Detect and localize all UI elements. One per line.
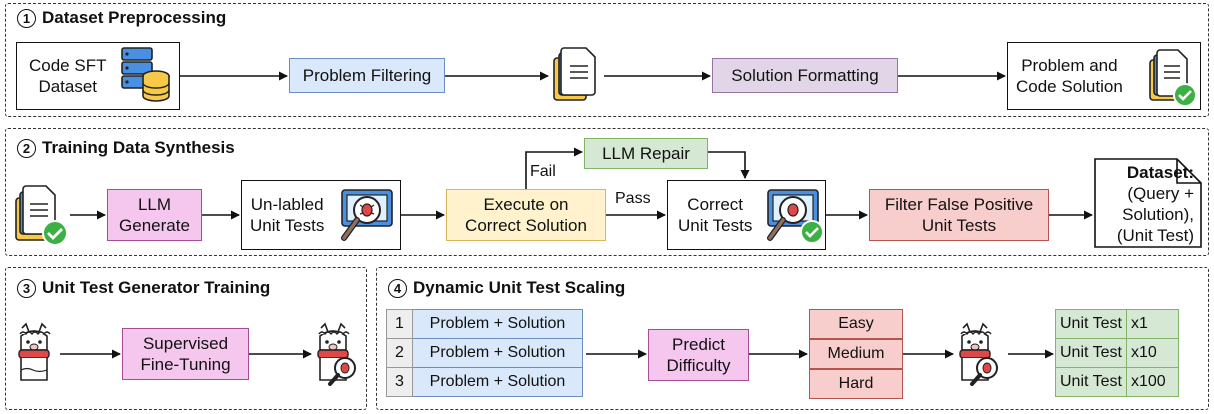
unit-test-label: Unit Test — [1055, 338, 1127, 368]
panel-training-data-synthesis — [5, 128, 1209, 256]
llm-repair-label: LLM Repair — [602, 144, 690, 163]
unit-test-count: x10 — [1125, 338, 1179, 368]
problem-solution-table: 1 Problem + Solution 2 Problem + Solutio… — [386, 309, 583, 397]
unlabeled-unit-tests-label: Un-labled Unit Tests — [250, 195, 325, 235]
fail-label: Fail — [530, 163, 556, 180]
panel-4-title: 4 Dynamic Unit Test Scaling — [388, 278, 625, 298]
document-check-icon — [15, 185, 68, 246]
difficulty-medium: Medium — [809, 339, 903, 369]
correct-unit-tests-label: Correct Unit Tests — [678, 195, 753, 235]
solution-formatting-box: Solution Formatting — [712, 58, 898, 93]
llama-icon — [18, 322, 51, 381]
problem-solution-cell: Problem + Solution — [412, 367, 583, 397]
predict-difficulty-box: Predict Difficulty — [648, 329, 749, 381]
supervised-fine-tuning-label: Supervised Fine-Tuning — [140, 334, 231, 374]
table-row: Unit Test x100 — [1055, 367, 1179, 397]
table-row: Unit Test x1 — [1055, 309, 1179, 339]
code-sft-dataset-label: Code SFT Dataset — [29, 56, 107, 96]
dataset-body: (Query + Solution), (Unit Test) — [1116, 184, 1194, 245]
panel-dataset-preprocessing — [5, 3, 1209, 117]
code-sft-dataset-box: Code SFT Dataset — [16, 42, 180, 110]
panel-3-title-text: Unit Test Generator Training — [42, 278, 271, 297]
filter-false-positive-box: Filter False Positive Unit Tests — [869, 189, 1049, 241]
problem-solution-cell: Problem + Solution — [412, 309, 583, 339]
pass-label: Pass — [615, 190, 651, 207]
problem-solution-cell: Problem + Solution — [412, 338, 583, 368]
difficulty-hard: Hard — [809, 369, 903, 399]
panel-1-title: 1 Dataset Preprocessing — [17, 8, 226, 28]
database-server-icon — [121, 47, 170, 102]
problem-filtering-box: Problem Filtering — [289, 58, 445, 93]
unit-test-output-table: Unit Test x1 Unit Test x10 Unit Test x10… — [1055, 309, 1179, 397]
panel-dynamic-unit-test-scaling — [376, 267, 1209, 410]
llm-repair-box: LLM Repair — [584, 138, 708, 169]
document-check-icon — [1149, 49, 1197, 107]
dataset-title: Dataset: — [1126, 163, 1194, 182]
step-number-4: 4 — [388, 278, 407, 298]
unit-test-count: x100 — [1125, 367, 1179, 397]
row-index: 3 — [386, 367, 413, 397]
llama-magnifier-icon — [317, 322, 356, 386]
document-stack-icon — [553, 47, 596, 101]
step-number-1: 1 — [17, 8, 36, 28]
table-row: 3 Problem + Solution — [386, 367, 583, 397]
problem-code-solution-label: Problem and Code Solution — [1016, 56, 1123, 96]
filter-false-positive-label: Filter False Positive Unit Tests — [884, 195, 1034, 235]
predict-difficulty-label: Predict Difficulty — [666, 335, 731, 375]
difficulty-easy: Easy — [809, 309, 903, 339]
panel-4-title-text: Dynamic Unit Test Scaling — [413, 278, 626, 297]
unit-test-count: x1 — [1125, 309, 1179, 339]
execute-correct-solution-box: Execute on Correct Solution — [446, 189, 606, 241]
llm-generate-box: LLM Generate — [107, 189, 202, 241]
panel-2-title-text: Training Data Synthesis — [42, 138, 235, 157]
panel-3-title: 3 Unit Test Generator Training — [17, 278, 270, 298]
execute-correct-solution-label: Execute on Correct Solution — [465, 195, 587, 235]
step-number-2: 2 — [17, 138, 36, 158]
supervised-fine-tuning-box: Supervised Fine-Tuning — [122, 328, 249, 380]
problem-filtering-label: Problem Filtering — [302, 66, 432, 85]
row-index: 2 — [386, 338, 413, 368]
llm-generate-label: LLM Generate — [119, 195, 190, 235]
panel-unit-test-generator-training — [5, 267, 367, 410]
llama-magnifier-icon — [959, 322, 998, 386]
dataset-document-icon — [1094, 158, 1202, 248]
monitor-bug-check-icon — [767, 189, 824, 244]
table-row: Unit Test x10 — [1055, 338, 1179, 368]
panel-2-title: 2 Training Data Synthesis — [17, 138, 235, 158]
panel-1-title-text: Dataset Preprocessing — [42, 8, 227, 27]
dataset-text: Dataset: (Query + Solution), (Unit Test) — [1096, 162, 1200, 246]
row-index: 1 — [386, 309, 413, 339]
unit-test-label: Unit Test — [1055, 309, 1127, 339]
solution-formatting-label: Solution Formatting — [731, 66, 879, 85]
monitor-bug-search-icon — [341, 189, 393, 241]
table-row: 1 Problem + Solution — [386, 309, 583, 339]
step-number-3: 3 — [17, 278, 36, 298]
table-row: 2 Problem + Solution — [386, 338, 583, 368]
